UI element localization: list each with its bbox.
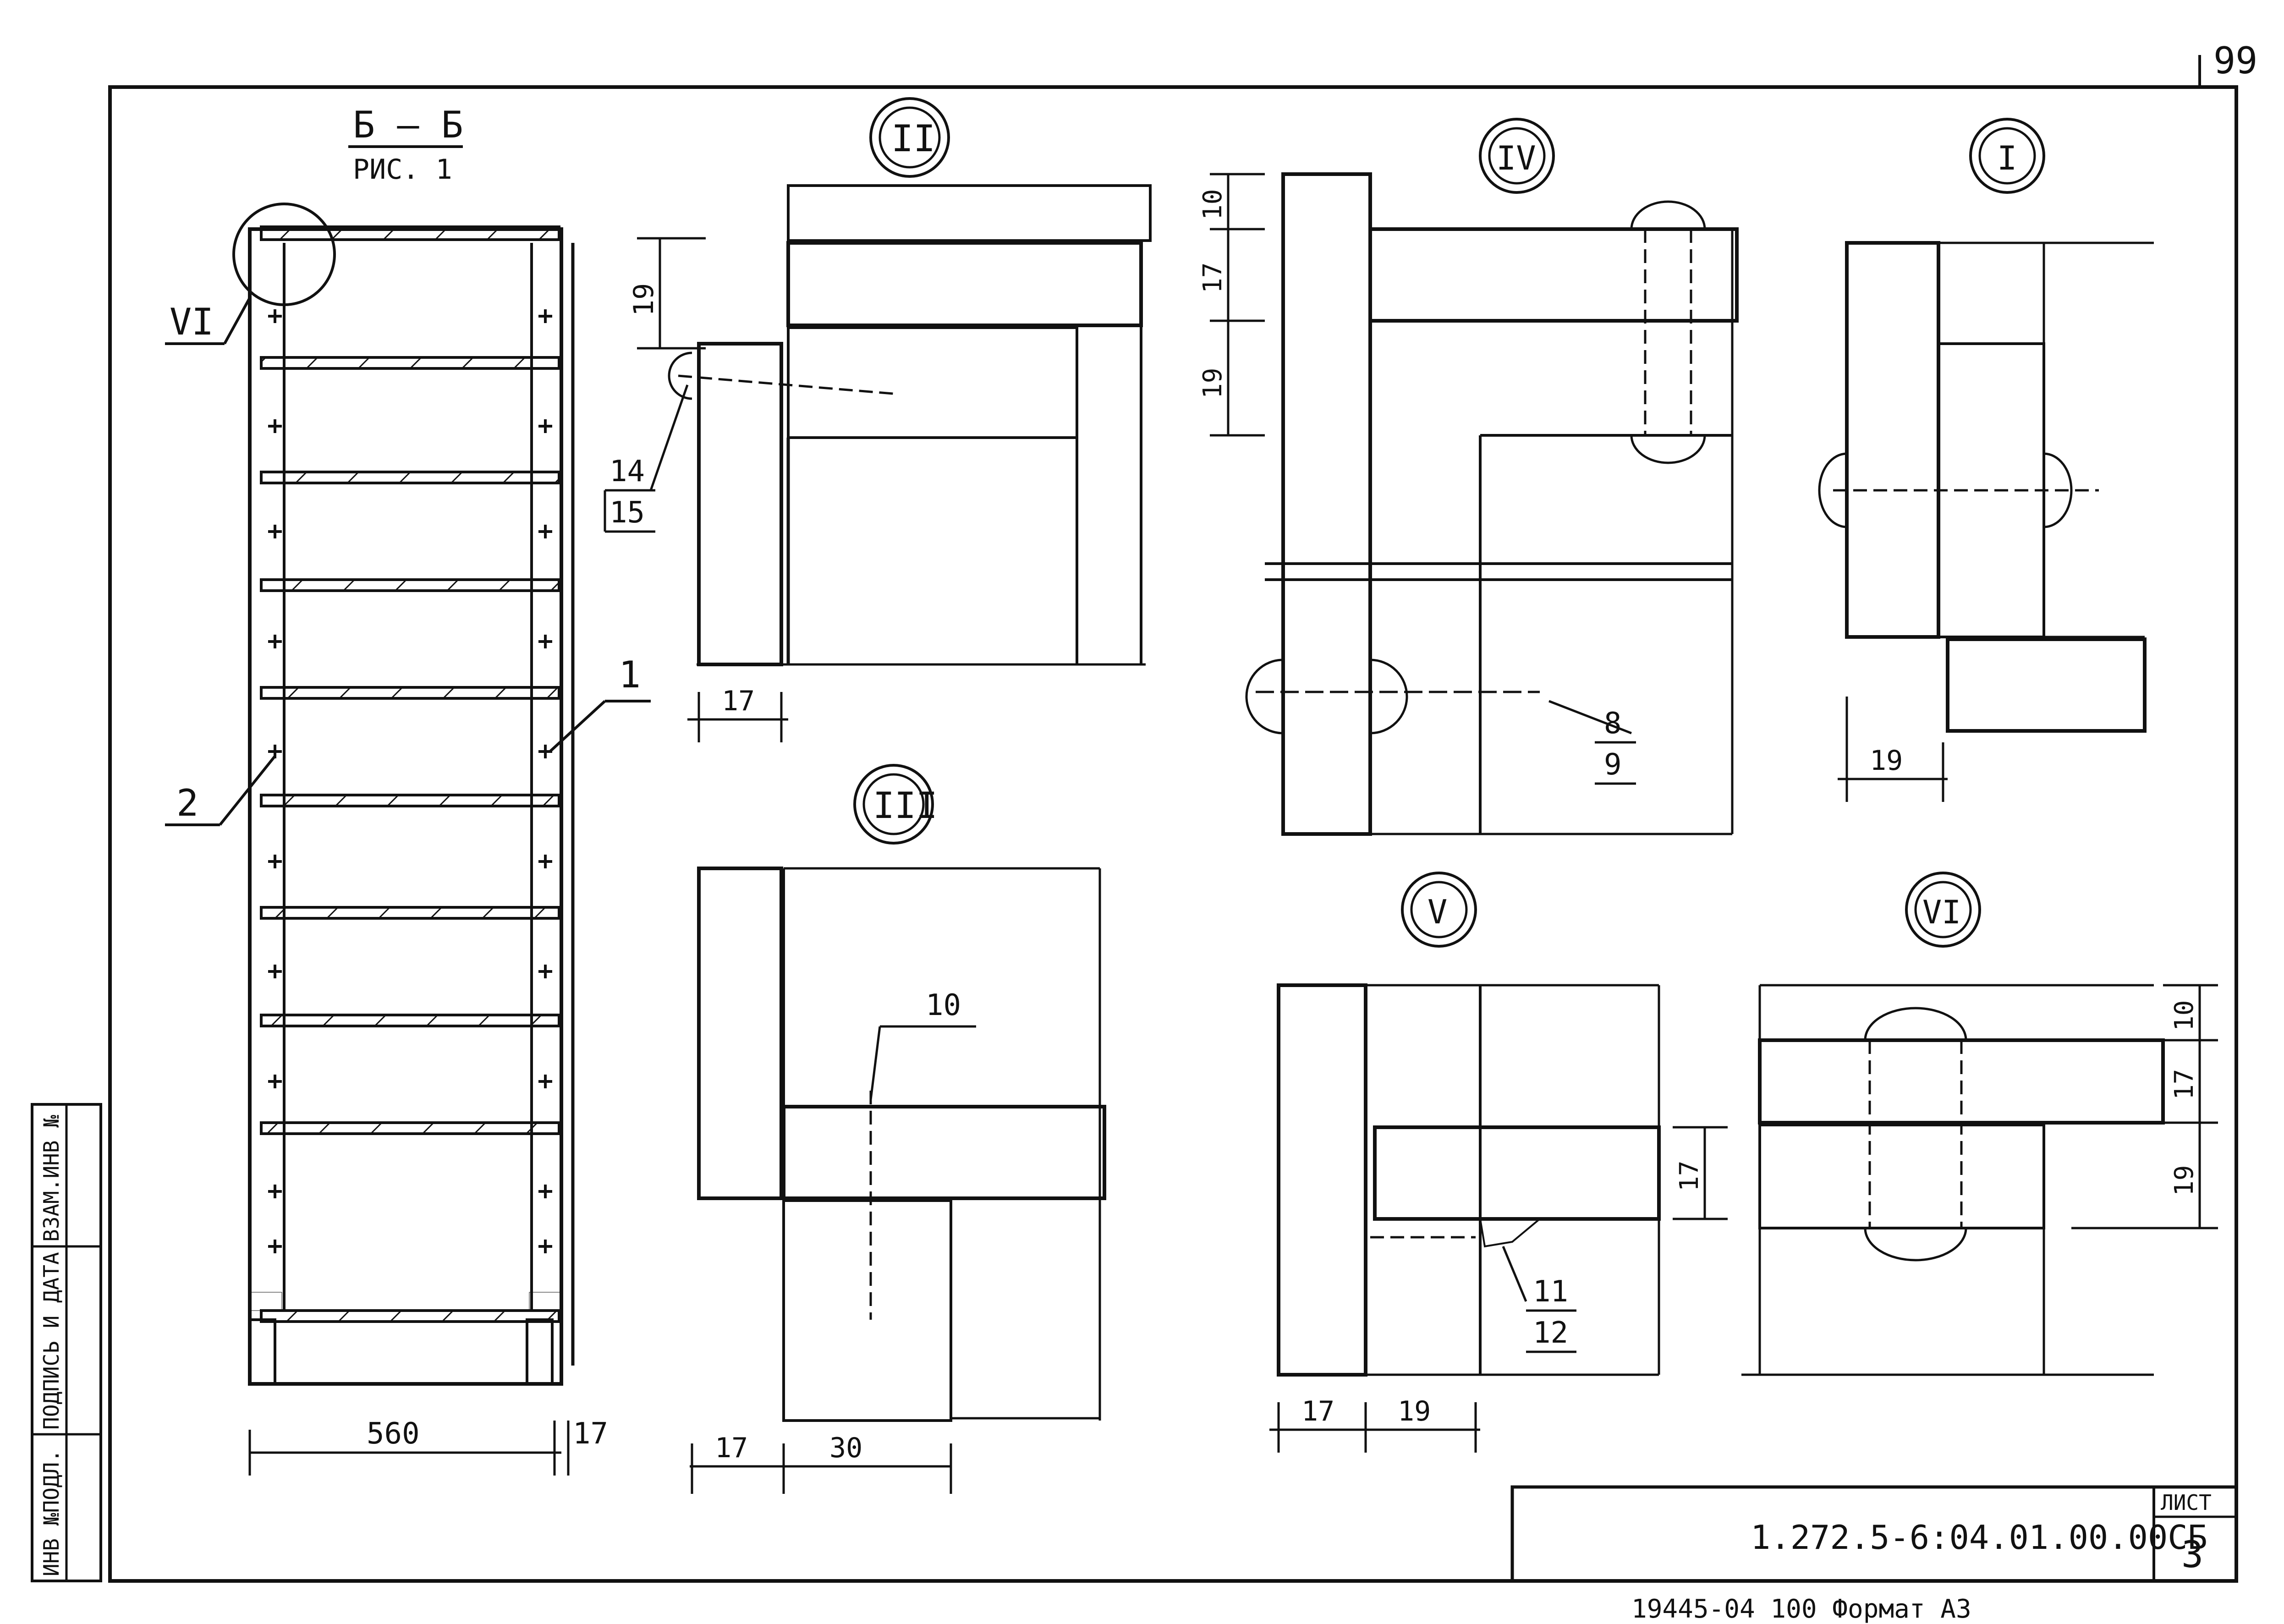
detail-III-ref-10: 10 — [926, 988, 961, 1022]
callout-circle — [232, 203, 336, 306]
detail-I-dim-19: 19 — [1870, 745, 1903, 777]
detail-IV-dim-19: 19 — [1198, 368, 1228, 399]
detail-II: II 19 14 15 17 — [604, 97, 1152, 742]
page-number: 99 — [2213, 39, 2257, 82]
detail-IV-label: IV — [1496, 139, 1536, 177]
leader-2-label: 2 — [176, 782, 198, 824]
dim-width: 560 — [367, 1417, 420, 1451]
stamp-replaced-inv: ВЗАМ.ИНВ № — [39, 1115, 64, 1242]
detail-III: III 10 17 30 — [690, 764, 1106, 1494]
detail-VI: VI 10 17 19 — [1741, 872, 2218, 1376]
detail-II-ref-15: 15 — [609, 496, 645, 530]
section-title: Б – Б — [353, 104, 463, 146]
detail-II-dim-17: 17 — [722, 685, 755, 717]
detail-VI-dim-19: 19 — [2169, 1165, 2199, 1196]
detail-I: I 19 — [1818, 118, 2154, 802]
detail-III-dim-17: 17 — [715, 1432, 748, 1464]
detail-IV-dim-17: 17 — [1198, 263, 1228, 293]
detail-II-label: II — [891, 117, 935, 160]
detail-V: V 11 12 17 17 19 — [1269, 872, 1728, 1453]
detail-V-dim-19: 19 — [1398, 1395, 1431, 1427]
leader-1-label: 1 — [619, 653, 641, 696]
detail-III-dim-30: 30 — [829, 1432, 862, 1464]
detail-V-ref-11: 11 — [1533, 1275, 1568, 1309]
section-view: Б – Б РИС. 1 — [165, 104, 651, 1476]
stamp-signature-date: ПОДПИСЬ И ДАТА — [39, 1252, 64, 1430]
fastener-marks — [268, 309, 552, 1253]
sheet-label: ЛИСТ — [2161, 1490, 2212, 1515]
stamp-inv-original: ИНВ №ПОДЛ. — [39, 1449, 64, 1576]
detail-VI-dim-17: 17 — [2169, 1069, 2199, 1100]
detail-IV-ref-9: 9 — [1604, 748, 1622, 782]
detail-IV-dim-10: 10 — [1198, 189, 1228, 220]
detail-I-label: I — [1997, 139, 2017, 177]
detail-V-dim-17: 17 — [1301, 1395, 1334, 1427]
side-stamp: ИНВ №ПОДЛ. ПОДПИСЬ И ДАТА ВЗАМ.ИНВ № — [31, 1103, 102, 1582]
detail-V-dim-17-right: 17 — [1675, 1161, 1704, 1191]
detail-IV-ref-8: 8 — [1604, 707, 1622, 741]
detail-VI-label: VI — [1922, 894, 1961, 931]
detail-V-ref-12: 12 — [1533, 1316, 1568, 1350]
detail-II-ref-14: 14 — [609, 455, 645, 488]
sheet-number: 3 — [2181, 1533, 2203, 1576]
document-code: 1.272.5-6:04.01.00.00СБ — [1751, 1518, 2207, 1557]
sheet-frame — [108, 55, 2238, 1583]
shelves — [260, 225, 560, 1323]
section-subtitle: РИС. 1 — [353, 154, 452, 186]
format-line: 19445-04 100 Формат А3 — [1631, 1594, 1971, 1624]
detail-II-dim-19: 19 — [628, 283, 660, 316]
detail-VI-dim-10: 10 — [2169, 1000, 2199, 1031]
detail-V-label: V — [1428, 893, 1447, 931]
detail-III-label: III — [873, 785, 938, 827]
callout-label: VI — [170, 301, 214, 343]
detail-IV: IV 8 9 10 17 19 — [1198, 118, 1739, 836]
dim-thickness: 17 — [573, 1417, 608, 1451]
title-block — [1510, 1485, 2238, 1583]
